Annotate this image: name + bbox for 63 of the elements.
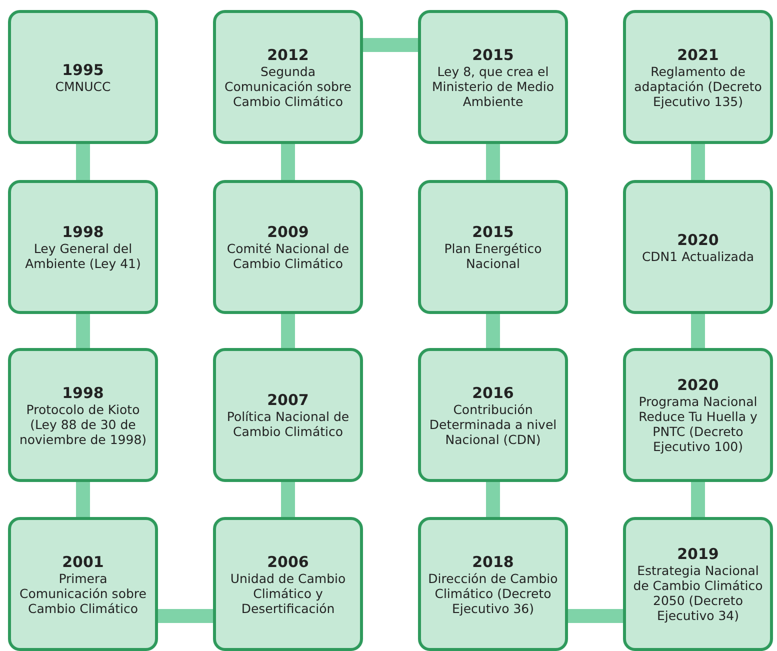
year-label: 2021 — [677, 46, 719, 64]
connector-bar — [76, 482, 90, 517]
timeline-card — [623, 10, 773, 144]
year-label: 2018 — [472, 552, 514, 570]
connector-bar — [281, 314, 295, 348]
connector-bar — [281, 144, 295, 180]
connector-bar — [691, 144, 705, 180]
year-label: 2007 — [267, 391, 309, 409]
timeline-card — [623, 348, 773, 482]
year-label: 2019 — [677, 545, 719, 563]
timeline-card — [8, 348, 158, 482]
event-description: Reglamento de adaptación (Decreto Ejecutivo 135) — [633, 64, 763, 108]
year-label: 2016 — [472, 384, 514, 402]
year-label: 2020 — [677, 230, 719, 248]
connector-bar — [568, 609, 623, 623]
year-label: 2015 — [472, 223, 514, 241]
year-label: 2006 — [267, 552, 309, 570]
timeline-card — [213, 348, 363, 482]
year-label: 1998 — [62, 384, 104, 402]
year-label: 2015 — [472, 46, 514, 64]
year-label: 2012 — [267, 46, 309, 64]
timeline-card — [8, 10, 158, 144]
event-description: Ley 8, que crea el Ministerio de Medio Ambiente — [430, 64, 556, 108]
event-description: Dirección de Cambio Climático (Decreto Ejecutivo 36) — [427, 570, 559, 616]
event-description: Segunda Comunicación sobre Cambio Climático — [224, 64, 352, 108]
timeline-card — [213, 517, 363, 651]
connector-bar — [158, 609, 213, 623]
event-description: Unidad de Cambio Climático y Desertificación — [229, 570, 347, 616]
event-description: CDN1 Actualizada — [642, 248, 754, 264]
event-description: Primera Comunicación sobre Cambio Climático — [18, 570, 148, 616]
event-description: Estrategia Nacional de Cambio Climático 2050 (Decreto Ejecutivo 34) — [632, 563, 764, 623]
timeline-card — [8, 180, 158, 314]
timeline-card — [418, 517, 568, 651]
connector-bar — [486, 144, 500, 180]
event-description: Contribución Determinada a nivel Nacional (CDN) — [428, 402, 558, 446]
timeline-card — [623, 180, 773, 314]
event-description: Comité Nacional de Cambio Climático — [226, 241, 350, 271]
event-description: Protocolo de Kioto (Ley 88 de 30 de noviembre de 1998) — [18, 402, 148, 446]
connector-bar — [486, 482, 500, 517]
timeline-card — [8, 517, 158, 651]
timeline-card — [418, 10, 568, 144]
timeline-card — [623, 517, 773, 651]
year-label: 2001 — [62, 552, 104, 570]
year-label: 2020 — [677, 376, 719, 394]
connector-bar — [486, 314, 500, 348]
connector-bar — [281, 482, 295, 517]
event-description: Programa Nacional Reduce Tu Huella y PNTC (Decreto Ejecutivo 100) — [638, 394, 758, 454]
connector-bar — [363, 38, 418, 52]
timeline-card — [418, 180, 568, 314]
year-label: 1995 — [62, 60, 104, 78]
event-description: Ley General del Ambiente (Ley 41) — [24, 241, 142, 271]
connector-bar — [691, 482, 705, 517]
connector-bar — [691, 314, 705, 348]
event-description: Política Nacional de Cambio Climático — [226, 409, 350, 439]
timeline-card — [213, 180, 363, 314]
event-description: CMNUCC — [55, 78, 111, 94]
event-description: Plan Energético Nacional — [443, 241, 543, 271]
year-label: 2009 — [267, 223, 309, 241]
timeline-card — [418, 348, 568, 482]
connector-bar — [76, 314, 90, 348]
timeline-card — [213, 10, 363, 144]
year-label: 1998 — [62, 223, 104, 241]
connector-bar — [76, 144, 90, 180]
